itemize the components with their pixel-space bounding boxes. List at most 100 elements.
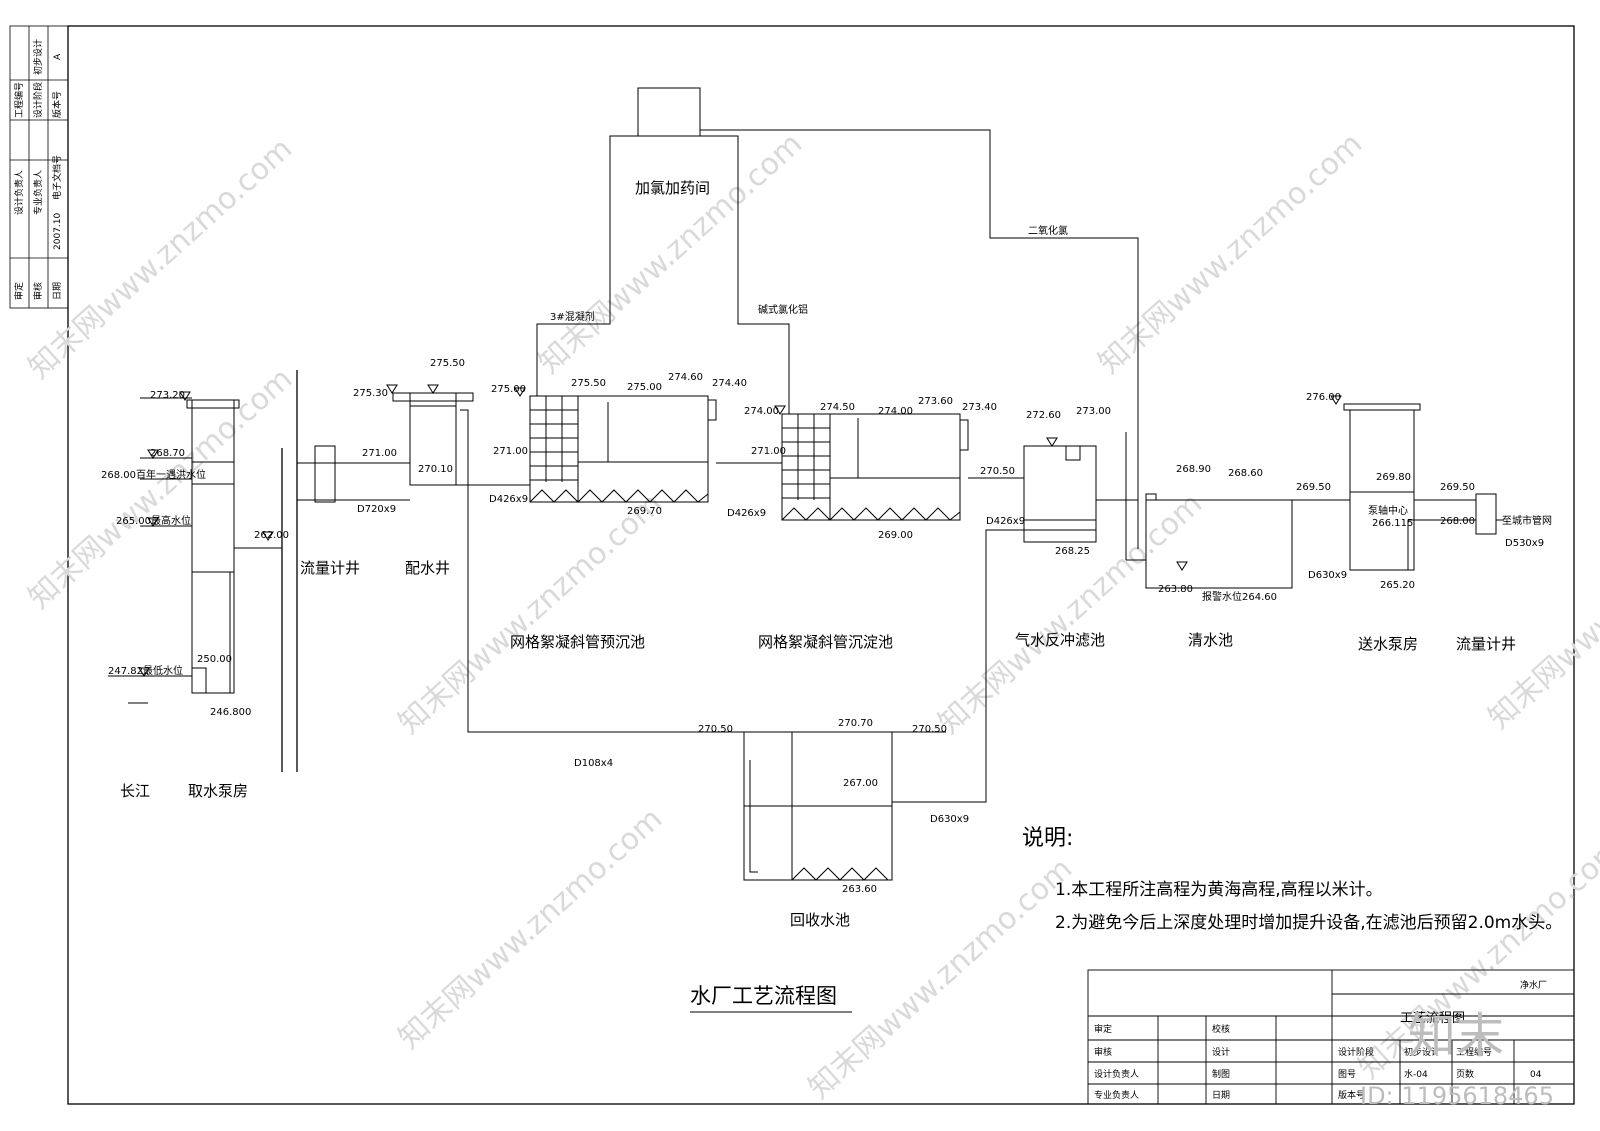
svg-text:设计阶段: 设计阶段 [32, 82, 44, 118]
drawing-title: 水厂工艺流程图 [690, 984, 837, 1008]
watermark-id: ID: 1195618465 [1360, 1082, 1554, 1110]
pac-label: 碱式氯化铝 [758, 303, 808, 316]
svg-text:268.70: 268.70 [150, 448, 185, 459]
note-1: 1.本工程所注高程为黄海高程,高程以米计。 [1055, 880, 1383, 900]
svg-text:报警水位264.60: 报警水位264.60 [1202, 590, 1277, 603]
notes-heading: 说明: [1022, 826, 1073, 851]
svg-text:269.50: 269.50 [1440, 482, 1475, 493]
svg-text:267.00: 267.00 [843, 778, 878, 789]
svg-text:275.30: 275.30 [353, 388, 388, 399]
svg-text:269.00: 269.00 [878, 530, 913, 541]
svg-text:初步设计: 初步设计 [1404, 1046, 1440, 1058]
svg-text:270.50: 270.50 [980, 466, 1015, 477]
svg-text:日期: 日期 [1212, 1090, 1230, 1101]
svg-text:知末网www.znzmo.com: 知末网www.znzmo.com [392, 486, 669, 741]
svg-text:设计负责人: 设计负责人 [13, 170, 25, 215]
drawing-frame [67, 25, 1575, 1105]
svg-text:审核: 审核 [32, 282, 44, 300]
svg-text:270.50: 270.50 [912, 724, 947, 735]
svg-text:247.82最低水位: 247.82最低水位 [108, 664, 183, 677]
svg-text:250.00: 250.00 [197, 654, 232, 665]
svg-text:设计阶段: 设计阶段 [1338, 1046, 1374, 1058]
svg-text:版本号: 版本号 [1338, 1089, 1365, 1101]
tb-drawing-name: 工艺流程图 [1400, 1011, 1465, 1026]
svg-text:270.50: 270.50 [698, 724, 733, 735]
svg-text:2007.10: 2007.10 [53, 213, 63, 250]
pipe-labels: D720x9 D426x9 D426x9 D426x9 D630x9 D530x… [357, 494, 1544, 825]
chlorine-dioxide-label: 二氧化氯 [1028, 224, 1068, 237]
svg-text:日期: 日期 [52, 282, 63, 300]
pre-sedimentation-shape [529, 395, 579, 503]
svg-text:274.40: 274.40 [712, 378, 747, 389]
svg-text:271.00: 271.00 [751, 446, 786, 457]
clearwell-label: 清水池 [1188, 631, 1233, 649]
svg-text:268.25: 268.25 [1055, 546, 1090, 557]
river-label: 长江 [120, 782, 150, 800]
svg-text:262.00: 262.00 [254, 530, 289, 541]
svg-text:图号: 图号 [1338, 1069, 1356, 1080]
svg-text:268.00: 268.00 [1440, 516, 1475, 527]
svg-text:275.00: 275.00 [491, 384, 526, 395]
svg-text:设计: 设计 [1212, 1046, 1230, 1058]
filter-label: 气水反冲滤池 [1015, 631, 1105, 649]
svg-text:269.80: 269.80 [1376, 472, 1411, 483]
flowmeter2-label: 流量计井 [1456, 635, 1516, 653]
svg-text:246.800: 246.800 [210, 707, 251, 718]
svg-text:274.00: 274.00 [878, 406, 913, 417]
svg-text:电子文档号: 电子文档号 [51, 155, 63, 200]
svg-text:275.50: 275.50 [430, 358, 465, 369]
coagulant-label: 3#混凝剂 [550, 310, 595, 323]
svg-text:273.00: 273.00 [1076, 406, 1111, 417]
watermark-logo: 知末 [1408, 1008, 1504, 1064]
svg-text:270.10: 270.10 [418, 464, 453, 475]
flowmeter-well-1-shape [314, 445, 336, 503]
to-city-label: 至城市管网 [1502, 514, 1552, 527]
svg-text:D630x9: D630x9 [930, 814, 969, 825]
svg-text:270.70: 270.70 [838, 718, 873, 729]
svg-text:263.80: 263.80 [1158, 584, 1193, 595]
svg-text:263.60: 263.60 [842, 884, 877, 895]
dosing-room-label: 加氯加药间 [635, 179, 710, 197]
svg-text:268.60: 268.60 [1228, 468, 1263, 479]
svg-text:工程编号: 工程编号 [1456, 1046, 1492, 1058]
svg-text:知末网www.znzmo.com: 知末网www.znzmo.com [1092, 126, 1369, 381]
watermark-layer: 知末网www.znzmo.com 知末网www.znzmo.com 知末网www… [22, 126, 1600, 1106]
svg-text:D426x9: D426x9 [727, 508, 766, 519]
svg-text:273.40: 273.40 [962, 402, 997, 413]
flowmeter1-label: 流量计井 [300, 559, 360, 577]
svg-text:04: 04 [1530, 1070, 1542, 1080]
tb-project: 净水厂 [1520, 979, 1547, 991]
svg-text:D108x4: D108x4 [574, 758, 613, 769]
svg-text:266.115: 266.115 [1372, 518, 1413, 529]
svg-text:265.20: 265.20 [1380, 580, 1415, 591]
svg-text:274.00: 274.00 [744, 406, 779, 417]
svg-text:A: A [53, 53, 63, 60]
svg-text:知末网www.znzmo.com: 知末网www.znzmo.com [392, 801, 669, 1056]
svg-text:269.70: 269.70 [627, 506, 662, 517]
level-markers [138, 384, 1342, 677]
svg-text:审核: 审核 [1094, 1046, 1112, 1058]
svg-text:268.90: 268.90 [1176, 464, 1211, 475]
svg-text:专业负责人: 专业负责人 [32, 170, 44, 215]
svg-text:初步设计: 初步设计 [32, 39, 44, 75]
sed-label: 网格絮凝斜管沉淀池 [758, 633, 893, 651]
side-block [9, 25, 69, 309]
note-2: 2.为避免今后上深度处理时增加提升设备,在滤池后预留2.0m水头。 [1055, 913, 1562, 933]
svg-text:专业负责人: 专业负责人 [1094, 1089, 1139, 1101]
svg-text:知末网www.znzmo.com: 知末网www.znzmo.com [22, 131, 299, 386]
pumphouse-label: 送水泵房 [1358, 635, 1418, 653]
svg-text:268.00百年一遇洪水位: 268.00百年一遇洪水位 [101, 468, 206, 481]
send-pump-house-shape [1349, 409, 1415, 571]
sedimentation-shape [781, 413, 831, 521]
svg-text:272.60: 272.60 [1026, 410, 1061, 421]
notes: 说明: 1.本工程所注高程为黄海高程,高程以米计。 2.为避免今后上深度处理时增… [1022, 826, 1562, 933]
svg-text:271.00: 271.00 [493, 446, 528, 457]
presed-label: 网格絮凝斜管预沉池 [510, 633, 645, 651]
svg-text:271.00: 271.00 [362, 448, 397, 459]
chemical-room-shape [637, 87, 701, 137]
svg-text:D530x9: D530x9 [1505, 538, 1544, 549]
process-labels: 加氯加药间 3#混凝剂 碱式氯化铝 二氧化氯 长江 取水泵房 流量计井 配水井 … [120, 179, 1552, 929]
svg-text:274.50: 274.50 [820, 402, 855, 413]
svg-text:知末网www.znzmo.com: 知末网www.znzmo.com [932, 486, 1209, 741]
